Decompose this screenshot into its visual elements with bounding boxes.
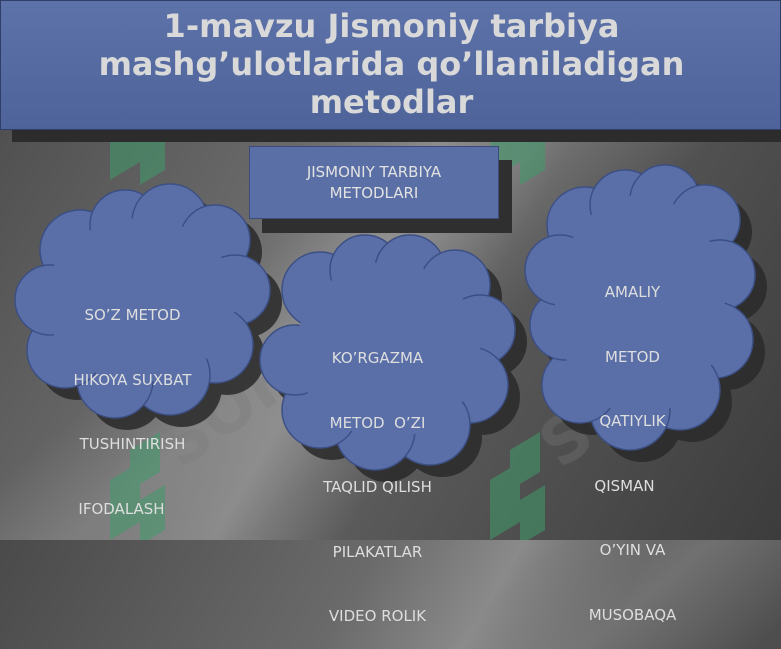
center-box-line-1: JISMONIY TARBIYA <box>306 162 442 181</box>
title-line-1: 1-mavzu Jismoniy tarbiya <box>163 7 620 45</box>
cloud-middle-line: TAQLID QILISH <box>323 478 432 496</box>
cloud-left-line: TUSHINTIRISH <box>79 435 186 453</box>
cloud-middle-line: METOD O’ZI <box>329 413 426 432</box>
page-title: 1-mavzu Jismoniy tarbiya mashg’ulotlarid… <box>1 7 781 121</box>
clouds-layer <box>14 164 767 482</box>
title-line-2: mashg’ulotlarida qo’llaniladigan <box>98 45 685 83</box>
cloud-right-line: O’YIN VA <box>599 541 666 559</box>
title-bar-shadow <box>12 128 781 142</box>
cloud-right-line: QATIYLIK <box>599 412 666 430</box>
center-box: JISMONIY TARBIYA METODLARI <box>249 146 499 219</box>
center-box-line-2: METODLARI <box>329 183 419 202</box>
cloud-middle-text: KO’RGAZMA METOD O’ZI TAQLID QILISH PILAK… <box>290 305 465 649</box>
cloud-right-line: MUSOBAQA <box>588 605 677 624</box>
title-line-3: metodlar <box>309 83 474 121</box>
cloud-left-line: HIKOYA SUXBAT <box>73 370 192 389</box>
cloud-left-line: SO’Z METOD <box>84 306 181 324</box>
cloud-left-text: SO’Z METOD HIKOYA SUXBAT TUSHINTIRISH IF… <box>40 262 225 542</box>
cloud-right-line: METOD <box>605 347 660 366</box>
cloud-right-line: AMALIY <box>604 283 661 301</box>
cloud-right-text: AMALIY METOD QATIYLIK QISMAN O’YIN VA MU… <box>570 239 695 648</box>
cloud-middle-line: PILAKATLAR <box>332 542 423 561</box>
cloud-middle-line: KO’RGAZMA <box>331 349 424 367</box>
cloud-left-line: IFODALASH <box>78 499 165 518</box>
title-bar: 1-mavzu Jismoniy tarbiya mashg’ulotlarid… <box>0 0 781 130</box>
cloud-right-line: QISMAN <box>594 476 655 495</box>
cloud-middle-line: VIDEO ROLIK <box>328 607 427 625</box>
